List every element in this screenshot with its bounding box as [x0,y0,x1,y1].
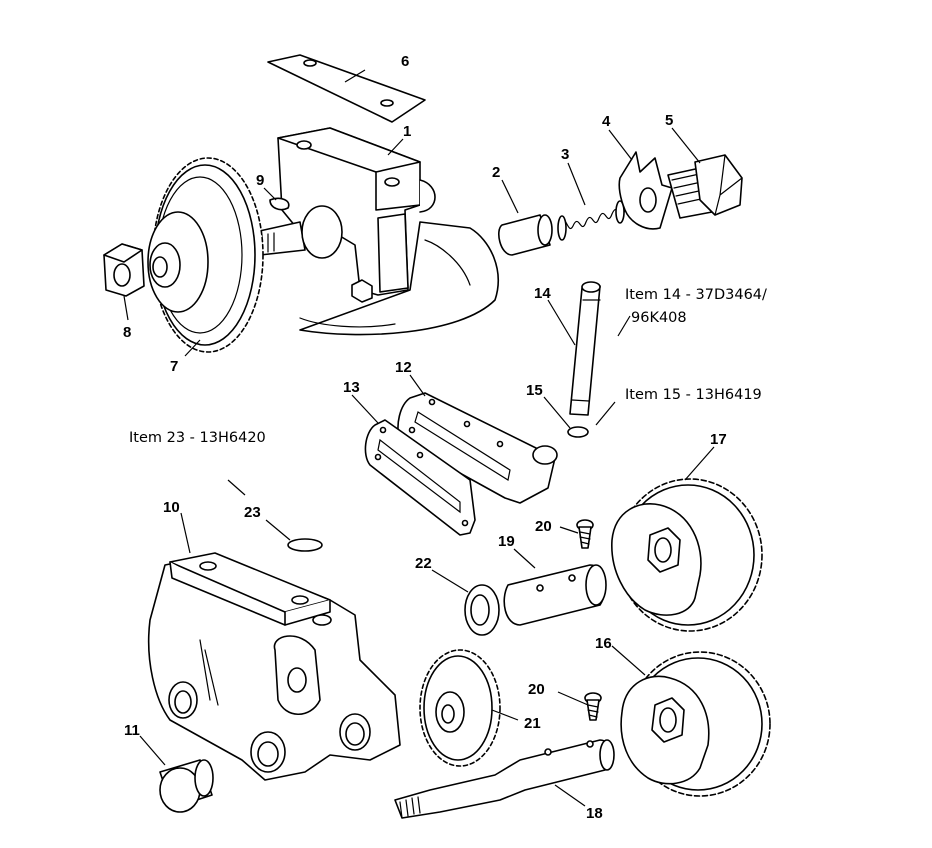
part-16-gear [620,651,771,797]
callout-9: 9 [256,172,264,189]
part-1-pump-body [254,127,499,336]
part-18-drive-shaft [394,739,615,819]
part-22-washer [464,584,500,636]
part-19-shaft [503,564,607,626]
callout-1: 1 [403,123,411,140]
callout-12: 12 [395,359,412,376]
callout-22: 22 [415,555,432,572]
part-9-key [269,197,290,211]
note-item-14-line-2: 96K408 [631,310,687,326]
part-20-screw-upper [576,519,594,549]
part-8-nut [103,243,145,297]
part-6-gasket [267,54,426,123]
note-item-14-line-1: Item 14 - 37D3464/ [625,287,767,303]
callout-5: 5 [665,112,673,129]
part-13-gasket [364,419,476,536]
part-3-spring [557,200,626,241]
callout-21: 21 [524,715,541,732]
part-5-cap-nut [667,154,743,219]
callout-11: 11 [124,722,140,739]
note-item-15: Item 15 - 13H6419 [625,387,762,403]
callout-8: 8 [123,324,131,341]
callout-2: 2 [492,164,500,181]
part-number-notes: Item 14 - 37D3464/ 96K408 Item 15 - 13H6… [129,287,767,446]
callout-4: 4 [602,113,611,130]
part-23-o-ring [287,538,323,552]
callout-19: 19 [498,533,515,550]
leader-lines [123,69,715,807]
part-4-tab-washer [618,151,673,230]
callout-23: 23 [244,504,261,521]
callout-10: 10 [163,499,180,516]
callout-numbers: 1 2 3 4 5 6 7 8 9 10 11 12 13 14 15 16 1… [123,53,727,822]
callout-14: 14 [534,285,551,302]
callout-6: 6 [401,53,409,70]
part-2-plunger [498,214,553,256]
callout-3: 3 [561,146,569,163]
part-11-bush [159,759,214,813]
part-17-gear [611,478,763,632]
callout-13: 13 [343,379,360,396]
part-10-housing [147,552,401,781]
callout-16: 16 [595,635,612,652]
part-20-screw-lower [584,692,602,721]
callout-20-upper: 20 [535,518,552,535]
part-15-o-ring [567,426,589,438]
callout-7: 7 [170,358,178,375]
note-item-23: Item 23 - 13H6420 [129,430,266,446]
part-7-drive-gear [147,157,264,353]
part-21-gear [419,649,501,767]
callout-18: 18 [586,805,603,822]
part-14-tube [569,281,601,416]
callout-20-lower: 20 [528,681,545,698]
callout-15: 15 [526,382,543,399]
callout-17: 17 [710,431,727,448]
